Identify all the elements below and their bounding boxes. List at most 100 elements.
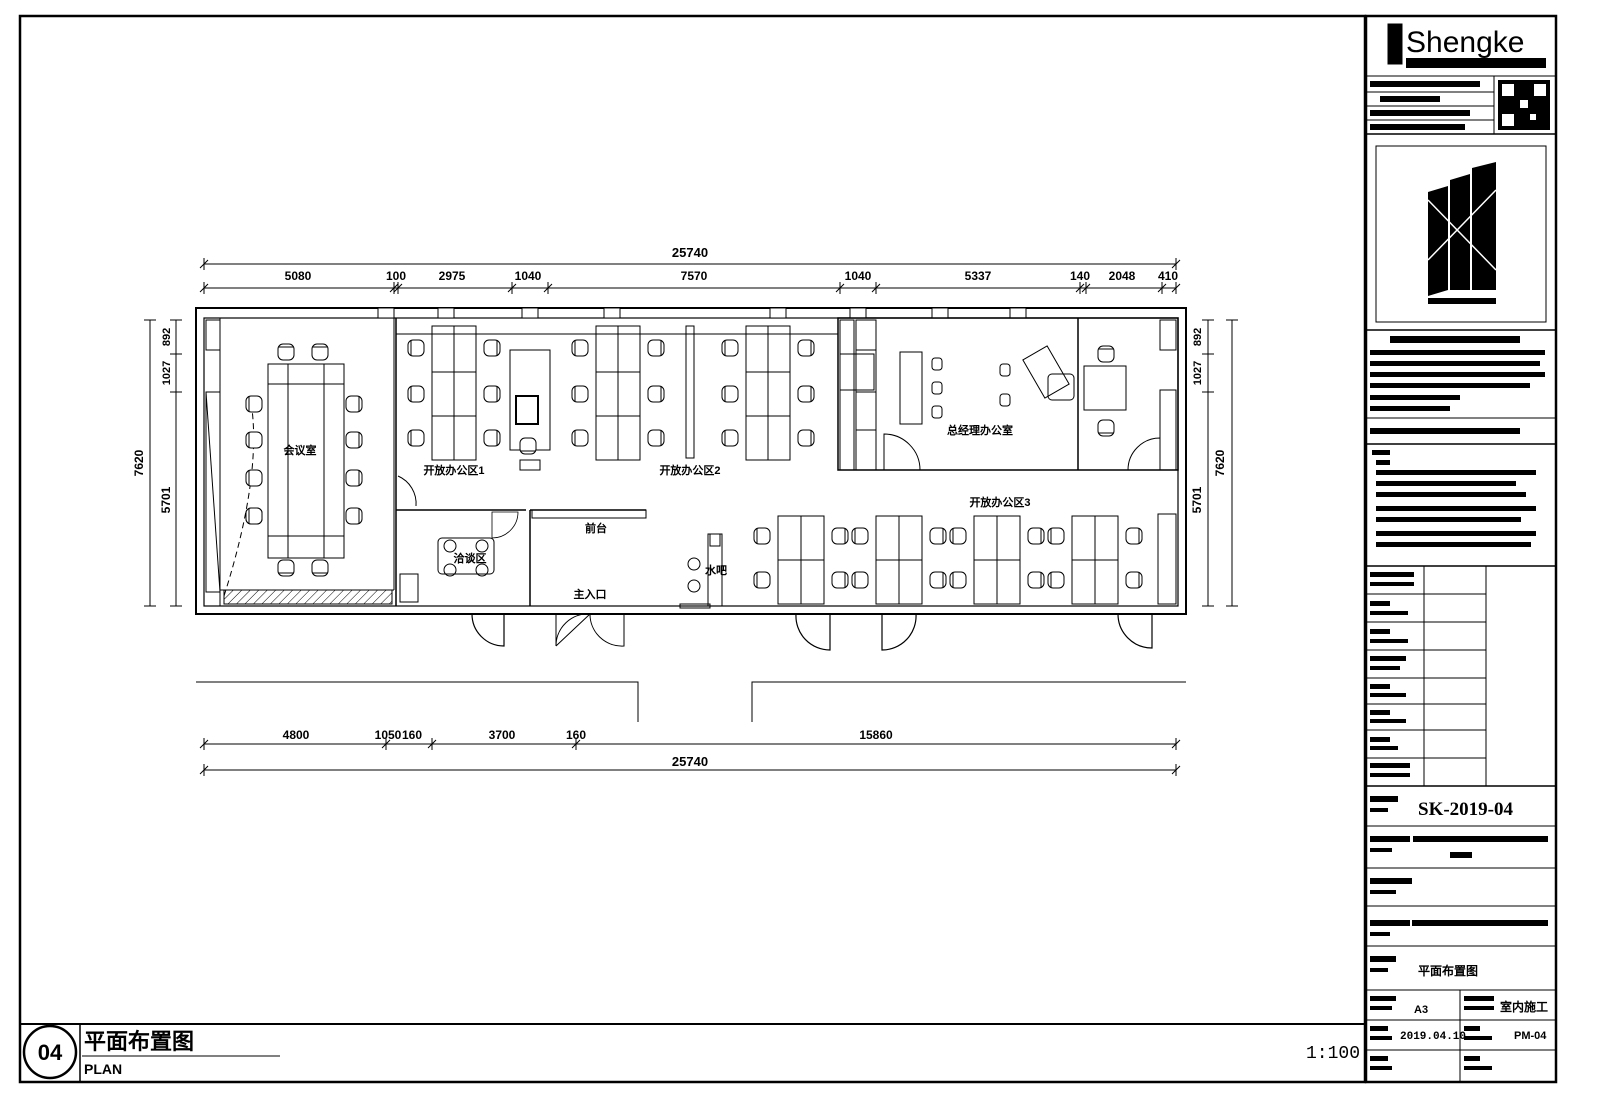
caption-subtitle: PLAN	[84, 1061, 122, 1077]
chair-icon	[483, 339, 501, 357]
chair-icon	[949, 527, 967, 545]
chair-icon	[1027, 527, 1045, 545]
dim-top-total: 25740	[672, 245, 708, 260]
qr-code-icon	[1498, 80, 1550, 130]
dim-top-segment: 7570	[681, 269, 708, 283]
chair-icon	[345, 395, 363, 413]
chair-icon	[245, 507, 263, 525]
dimension-tick	[389, 283, 399, 293]
chair-icon	[571, 385, 589, 403]
desk-cluster	[595, 325, 641, 461]
chair-icon	[721, 385, 739, 403]
desk-cluster	[745, 325, 791, 461]
paper-size: A3	[1414, 1004, 1428, 1016]
chair-icon	[831, 571, 849, 589]
caption-title: 平面布置图	[84, 1029, 194, 1054]
desk-cluster	[1071, 515, 1119, 605]
chair-icon	[345, 431, 363, 449]
chair-icon	[407, 385, 425, 403]
chair-icon	[311, 559, 329, 577]
window-mark	[1009, 307, 1027, 319]
dim-bottom-total: 25740	[672, 754, 708, 769]
issue-date: 2019.04.10	[1400, 1031, 1466, 1043]
floor-plan	[195, 307, 1187, 722]
dim-right-part: 892	[1192, 328, 1204, 346]
chair-icon	[277, 343, 295, 361]
chair-icon	[851, 527, 869, 545]
drawing-scale: 1:100	[1306, 1044, 1360, 1064]
dimension-tick	[1171, 739, 1181, 749]
dim-top-segment: 1040	[515, 269, 542, 283]
chair-icon	[311, 343, 329, 361]
chair-icon	[245, 395, 263, 413]
chair-icon	[245, 431, 263, 449]
chair-icon	[647, 429, 665, 447]
dimension-tick	[199, 283, 209, 293]
dim-left-part: 1027	[161, 361, 173, 385]
dim-left-part: 892	[161, 328, 173, 346]
room-label-lounge: 洽谈区	[454, 551, 487, 565]
project-number: SK-2019-04	[1418, 799, 1514, 820]
window-mark	[377, 307, 395, 319]
window-mark	[521, 307, 539, 319]
room-labels: 会议室 开放办公区1 开放办公区2 开放办公区3 总经理办公室 前台 洽谈区 水…	[284, 423, 1031, 601]
dim-right-part: 1027	[1192, 361, 1204, 385]
window-mark	[931, 307, 949, 319]
dimension-tick	[199, 739, 209, 749]
dimension-tick	[871, 283, 881, 293]
dimension-tick	[381, 739, 391, 749]
chair-icon	[345, 469, 363, 487]
chair-icon	[1097, 419, 1115, 437]
dimension-tick	[393, 283, 403, 293]
chair-icon	[1047, 527, 1065, 545]
chair-icon	[1125, 527, 1143, 545]
room-label-reception: 前台	[585, 521, 607, 535]
dim-bottom-segment: 4800	[283, 728, 310, 742]
room-label-open-office-2: 开放办公区2	[659, 463, 720, 477]
dim-top-segment: 5080	[285, 269, 312, 283]
dimension-tick	[1171, 283, 1181, 293]
company-logo: Shengke	[1387, 23, 1546, 68]
chair-icon	[483, 385, 501, 403]
dim-top-segment: 100	[386, 269, 406, 283]
drawing-name: 平面布置图	[1418, 963, 1478, 978]
chair-icon	[277, 559, 295, 577]
dim-top-segment: 410	[1158, 269, 1178, 283]
chair-icon	[721, 429, 739, 447]
desk-cluster	[777, 515, 825, 605]
chair-icon	[647, 339, 665, 357]
chair-icon	[797, 429, 815, 447]
room-label-open-office-1: 开放办公区1	[423, 463, 484, 477]
title-block-border	[1364, 14, 1558, 1084]
dim-left-part: 5701	[159, 486, 173, 513]
chair-icon	[647, 385, 665, 403]
room-label-entrance: 主入口	[574, 587, 607, 601]
dimension-tick	[543, 283, 553, 293]
room-label-meeting: 会议室	[284, 443, 317, 457]
desk-cluster	[875, 515, 923, 605]
dimension-tick	[835, 283, 845, 293]
chair-icon	[1125, 571, 1143, 589]
emblem-icon	[1427, 162, 1497, 304]
chair-icon	[831, 527, 849, 545]
chair-icon	[721, 339, 739, 357]
chair-icon	[1027, 571, 1045, 589]
chair-icon	[1047, 571, 1065, 589]
window-mark	[849, 307, 867, 319]
chair-icon	[797, 339, 815, 357]
title-block: Shengke	[1366, 23, 1556, 1082]
drawing-border	[18, 14, 1367, 1084]
chair-icon	[571, 429, 589, 447]
meeting-room	[205, 318, 395, 606]
room-label-open-office-3: 开放办公区3	[969, 495, 1030, 509]
sheet-number: PM-04	[1514, 1030, 1547, 1042]
window-mark	[769, 307, 787, 319]
chair-icon	[1097, 345, 1115, 363]
dim-top-segment: 140	[1070, 269, 1090, 283]
chair-icon	[407, 429, 425, 447]
caption-number: 04	[38, 1040, 63, 1065]
logo-text: Shengke	[1406, 26, 1524, 59]
dim-right-overall: 7620	[1213, 449, 1227, 476]
dim-top-segment: 5337	[965, 269, 992, 283]
